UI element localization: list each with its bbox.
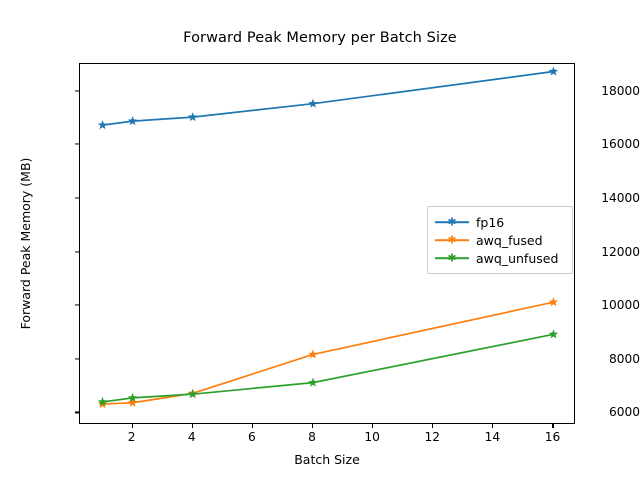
legend-item-awq-unfused[interactable]: ✱ awq_unfused [435,249,564,267]
y-axis-label: Forward Peak Memory (MB) [18,157,33,330]
x-tick-mark [311,424,314,428]
data-point-marker [97,120,108,130]
x-tick-label: 12 [424,430,440,444]
data-point-marker [97,396,108,406]
x-tick-label: 2 [127,430,136,444]
series-canvas [97,66,559,409]
data-point-marker [548,329,559,339]
x-tick-mark [552,424,554,428]
data-point-marker [548,297,559,307]
series-fp16 [97,66,559,130]
legend-swatch-awq-unfused: ✱ [435,251,469,265]
y-tick-mark [75,411,79,413]
chart-title: Forward Peak Memory per Batch Size [183,30,457,46]
data-point-marker [548,66,559,76]
legend-label-awq-unfused: awq_unfused [476,250,559,266]
x-tick-mark [191,424,193,428]
y-tick-mark [75,250,79,253]
data-point-marker [308,377,318,387]
legend-swatch-fp16: ✱ [435,215,469,229]
x-tick-label: 14 [484,430,501,444]
series-awq_unfused [97,329,559,406]
x-axis-label: Batch Size [294,452,360,467]
chart-legend: ✱ fp16 ✱ awq_fused ✱ awq_unfused [427,206,573,274]
series-line-awq_unfused [102,333,554,403]
y-tick-label: 18000 [601,83,640,98]
series-awq_fused [97,297,559,409]
x-tick-mark [251,424,253,428]
y-tick-mark [75,358,79,360]
y-tick-label: 10000 [601,298,640,313]
legend-swatch-awq-fused: ✱ [435,233,469,247]
legend-label-fp16: fp16 [476,214,505,230]
series-line-awq_fused [102,301,554,405]
x-tick-label: 6 [247,430,256,444]
plot-area [79,63,575,424]
x-tick-label: 8 [308,430,316,444]
x-tick-mark [131,424,133,428]
x-tick-label: 4 [187,430,196,444]
data-point-marker [187,112,198,122]
x-tick-mark [372,424,374,428]
y-tick-label: 6000 [608,405,640,420]
x-tick-label: 10 [364,430,380,444]
legend-label-awq-fused: awq_fused [476,232,543,248]
data-point-marker [308,98,318,108]
y-tick-mark [75,304,79,306]
y-tick-label: 16000 [601,137,640,152]
y-tick-label: 12000 [601,244,640,259]
series-line-fp16 [102,70,554,126]
y-tick-label: 8000 [608,351,640,366]
legend-item-fp16[interactable]: ✱ fp16 [435,213,564,231]
x-tick-label: 16 [544,430,561,444]
data-point-marker [308,349,318,359]
y-tick-label: 14000 [601,190,640,205]
data-point-marker [187,389,198,399]
data-point-marker [127,116,138,126]
x-tick-mark [492,424,494,428]
x-tick-mark [432,424,434,428]
data-point-marker [127,397,138,407]
legend-item-awq-fused[interactable]: ✱ awq_fused [435,231,564,249]
y-tick-mark [75,90,79,92]
y-tick-mark [75,197,79,199]
y-tick-mark [75,143,79,145]
data-point-marker [127,392,138,402]
